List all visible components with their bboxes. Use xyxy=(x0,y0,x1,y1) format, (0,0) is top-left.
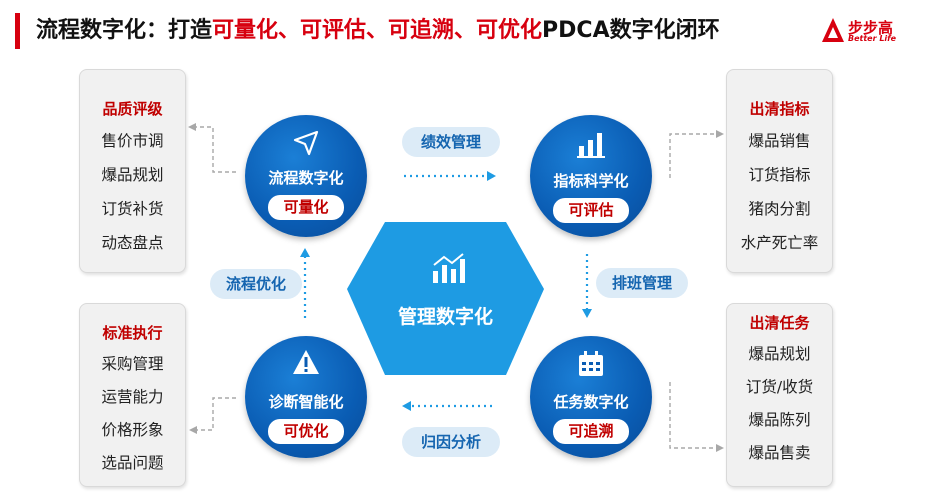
link-label-right: 排班管理 xyxy=(596,268,688,298)
title-prefix: 流程数字化：打造 xyxy=(36,18,213,43)
box-item: 价格形象 xyxy=(101,421,164,439)
node-tag: 可优化 xyxy=(268,419,344,444)
node-metric-science: 指标科学化 可评估 xyxy=(530,115,652,237)
brand-logo-icon xyxy=(822,18,844,42)
box-item: 爆品售卖 xyxy=(748,444,811,462)
node-tag: 可评估 xyxy=(553,198,629,223)
box-item: 订货/收货 xyxy=(745,378,814,396)
box-item: 水产死亡率 xyxy=(740,234,819,252)
box-bottom-left: 标准执行 采购管理 运营能力 价格形象 选品问题 xyxy=(79,303,186,487)
brand-logo-text: 步步高 xyxy=(848,19,894,37)
connector-top-right xyxy=(669,133,717,178)
connector-top-left xyxy=(195,126,236,173)
box-heading: 品质评级 xyxy=(102,100,163,118)
box-item: 订货指标 xyxy=(748,166,811,184)
title-highlight: 可量化、可评估、可追溯、可优化 xyxy=(212,18,543,43)
link-label-bottom: 归因分析 xyxy=(402,427,500,457)
box-item: 爆品规划 xyxy=(748,345,811,363)
box-item: 采购管理 xyxy=(101,355,164,373)
box-item: 爆品销售 xyxy=(748,132,811,150)
node-tag: 可追溯 xyxy=(553,419,629,444)
link-label-top: 绩效管理 xyxy=(402,127,500,157)
title-accent-bar xyxy=(15,13,20,49)
node-title: 任务数字化 xyxy=(553,393,629,411)
box-item: 爆品规划 xyxy=(101,166,164,184)
node-task-digitization: 任务数字化 可追溯 xyxy=(530,336,652,458)
box-item: 猪肉分割 xyxy=(748,200,811,218)
node-tag: 可量化 xyxy=(268,195,344,220)
box-top-right: 出清指标 爆品销售 订货指标 猪肉分割 水产死亡率 xyxy=(726,69,833,273)
node-title: 流程数字化 xyxy=(268,169,344,187)
node-diagnosis-intelligence: 诊断智能化 可优化 xyxy=(245,336,367,458)
box-bottom-right: 出清任务 爆品规划 订货/收货 爆品陈列 爆品售卖 xyxy=(726,303,833,487)
warning-icon xyxy=(293,350,319,374)
title-suffix: PDCA数字化闭环 xyxy=(542,18,720,43)
brand-logo-subtitle: Better Life xyxy=(848,34,897,43)
link-label-left: 流程优化 xyxy=(210,269,302,299)
box-item: 选品问题 xyxy=(101,454,164,472)
node-title: 指标科学化 xyxy=(553,172,629,190)
box-item: 运营能力 xyxy=(101,388,164,406)
center-hexagon xyxy=(347,222,544,375)
send-arrow-icon xyxy=(293,130,319,156)
box-heading: 出清指标 xyxy=(749,100,810,118)
node-title: 诊断智能化 xyxy=(268,393,344,411)
box-item: 售价市调 xyxy=(101,132,164,150)
page-title: 流程数字化：打造可量化、可评估、可追溯、可优化PDCA数字化闭环 xyxy=(36,14,720,48)
connector-bottom-right xyxy=(669,382,717,449)
connector-bottom-left xyxy=(196,397,236,431)
box-item: 动态盘点 xyxy=(101,234,164,252)
box-item: 爆品陈列 xyxy=(748,411,811,429)
node-process-digitization: 流程数字化 可量化 xyxy=(245,115,367,237)
box-heading: 标准执行 xyxy=(102,324,163,342)
box-top-left: 品质评级 售价市调 爆品规划 订货补货 动态盘点 xyxy=(79,69,186,273)
center-label: 管理数字化 xyxy=(397,306,493,328)
analytics-chart-icon xyxy=(433,253,465,283)
calendar-icon xyxy=(579,351,603,376)
bar-chart-icon xyxy=(577,133,605,158)
box-item: 订货补货 xyxy=(101,200,164,218)
box-heading: 出清任务 xyxy=(749,314,810,332)
